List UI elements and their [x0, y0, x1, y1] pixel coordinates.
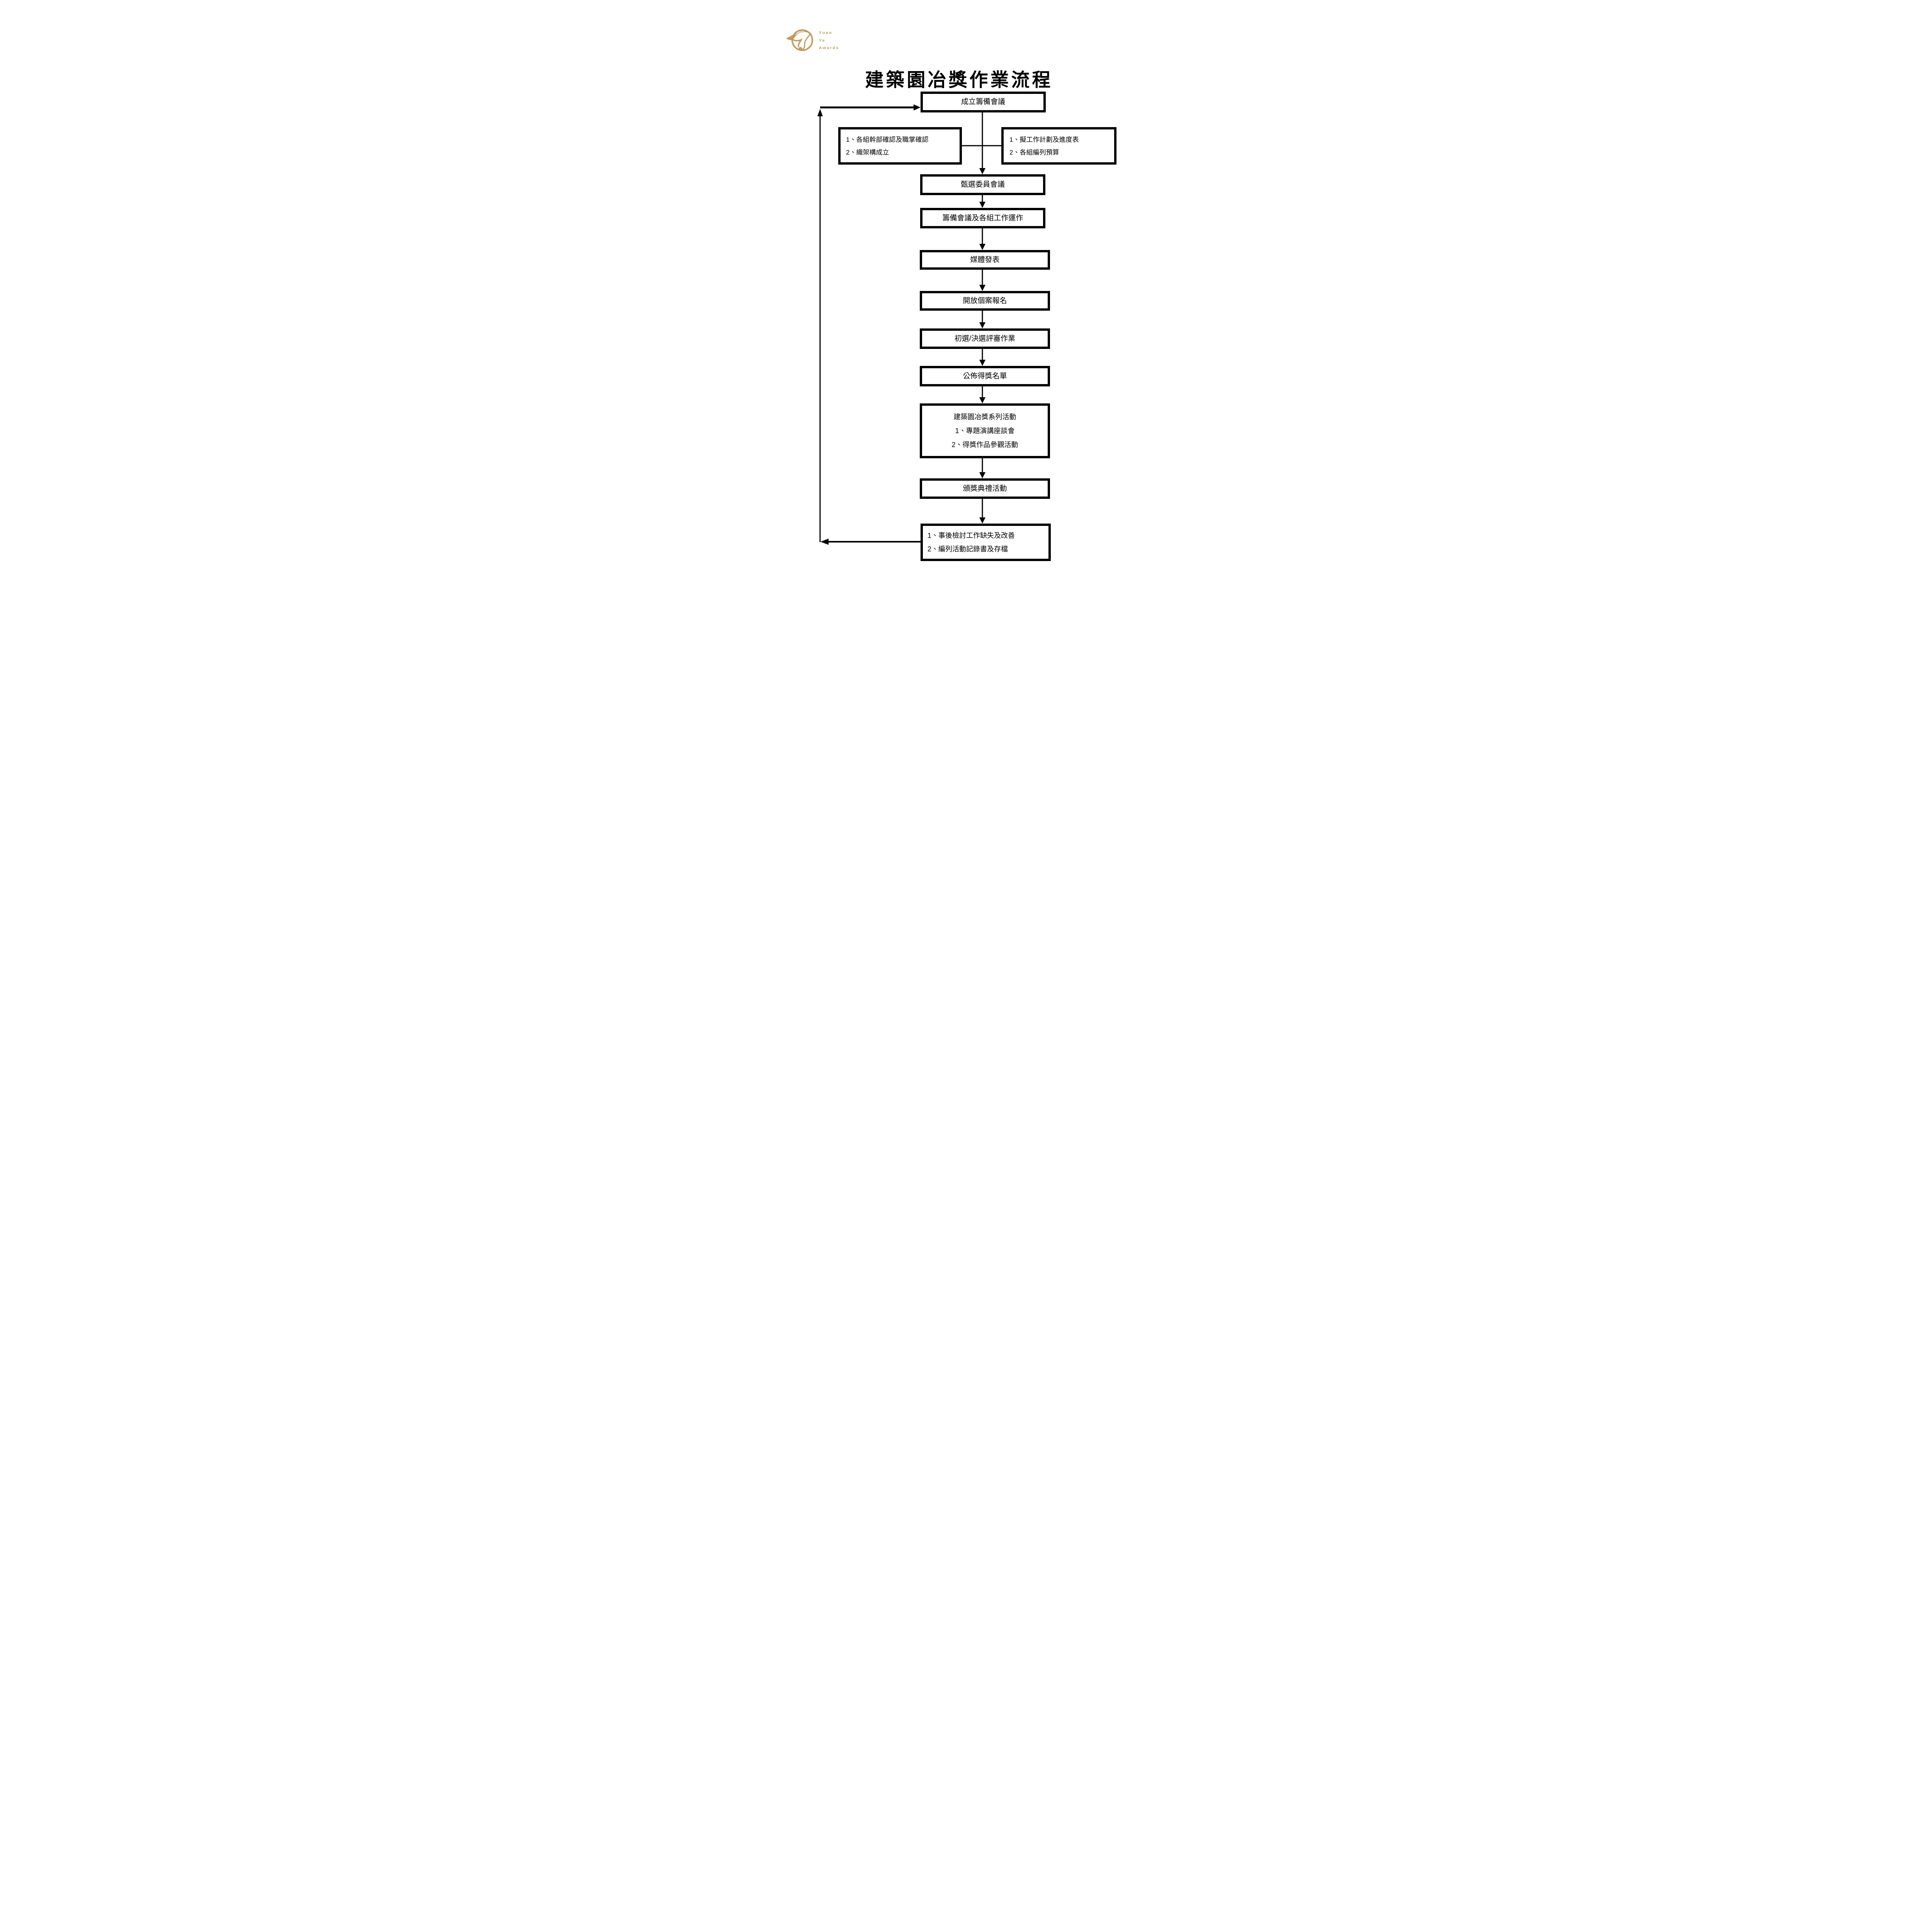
- series-line: 2、得獎作品參觀活動: [951, 441, 1018, 449]
- flow-box-prep-meeting-group-operations: 籌備會議及各組工作運作: [920, 208, 1045, 228]
- feedback-loop-line: [817, 104, 921, 545]
- flow-box-winner-announcement: 公佈得獎名單: [920, 366, 1050, 386]
- flow-box-selection-committee-meeting: 甄選委員會議: [920, 174, 1045, 195]
- flow-box-award-ceremony: 頒獎典禮活動: [920, 478, 1050, 499]
- flow-box-media-release: 媒體發表: [920, 250, 1050, 270]
- note-line: 2、各組編列預算: [1009, 148, 1059, 156]
- main-flow-line: [979, 112, 985, 524]
- brand-line: Yuan: [819, 31, 833, 35]
- flow-box-label: 頒獎典禮活動: [963, 484, 1007, 493]
- flow-connectors: [817, 104, 1001, 545]
- series-line: 建築園冶獎系列活動: [953, 413, 1016, 421]
- flow-box-label: 公佈得獎名單: [963, 372, 1007, 380]
- flow-box-founding-prep-meeting: 成立籌備會議: [921, 92, 1046, 112]
- flow-box-label: 成立籌備會議: [961, 98, 1005, 106]
- page-title: 建築園冶獎作業流程: [865, 70, 1053, 91]
- yuan-ye-swallow-circle-logo-icon: [786, 29, 813, 51]
- review-line: 2、編列活動記錄書及存檔: [928, 545, 1008, 553]
- flow-box-label: 初選/決選評審作業: [954, 334, 1016, 343]
- flow-box-label: 開放個案報名: [963, 296, 1007, 305]
- flow-box-preliminary-final-jury: 初選/決選評審作業: [920, 328, 1050, 349]
- note-box-work-plan-budget: 1、擬工作計劃及進度表 2、各組編列預算: [1001, 127, 1116, 165]
- series-line: 1、專題演講座談會: [955, 427, 1015, 435]
- note-line: 2、織架構成立: [846, 148, 889, 156]
- flow-box-label: 媒體發表: [970, 255, 1000, 264]
- flow-box-label: 籌備會議及各組工作運作: [942, 214, 1023, 222]
- flow-box-open-case-registration: 開放個案報名: [920, 291, 1050, 311]
- note-box-cadre-confirmation: 1、各組幹部確認及職掌確認 2、織架構成立: [838, 127, 962, 165]
- flow-box-series-activities: 建築園冶獎系列活動 1、專題演講座談會 2、得獎作品參觀活動: [920, 403, 1050, 458]
- review-line: 1、事後檢討工作缺失及改善: [928, 531, 1015, 539]
- brand-name: Yuan Ye Awards: [819, 29, 839, 52]
- yuan-ye-logo: Yuan Ye Awards: [785, 28, 839, 52]
- brand-line: Ye: [819, 38, 826, 43]
- note-line: 1、各組幹部確認及職掌確認: [846, 136, 929, 143]
- note-line: 1、擬工作計劃及進度表: [1009, 136, 1079, 143]
- brand-line: Awards: [819, 46, 839, 50]
- flow-box-post-event-review: 1、事後檢討工作缺失及改善 2、編列活動記錄書及存檔: [921, 524, 1051, 561]
- flowchart-page: Yuan Ye Awards 建築園冶獎作業流程: [743, 0, 1175, 610]
- flow-box-label: 甄選委員會議: [960, 180, 1005, 189]
